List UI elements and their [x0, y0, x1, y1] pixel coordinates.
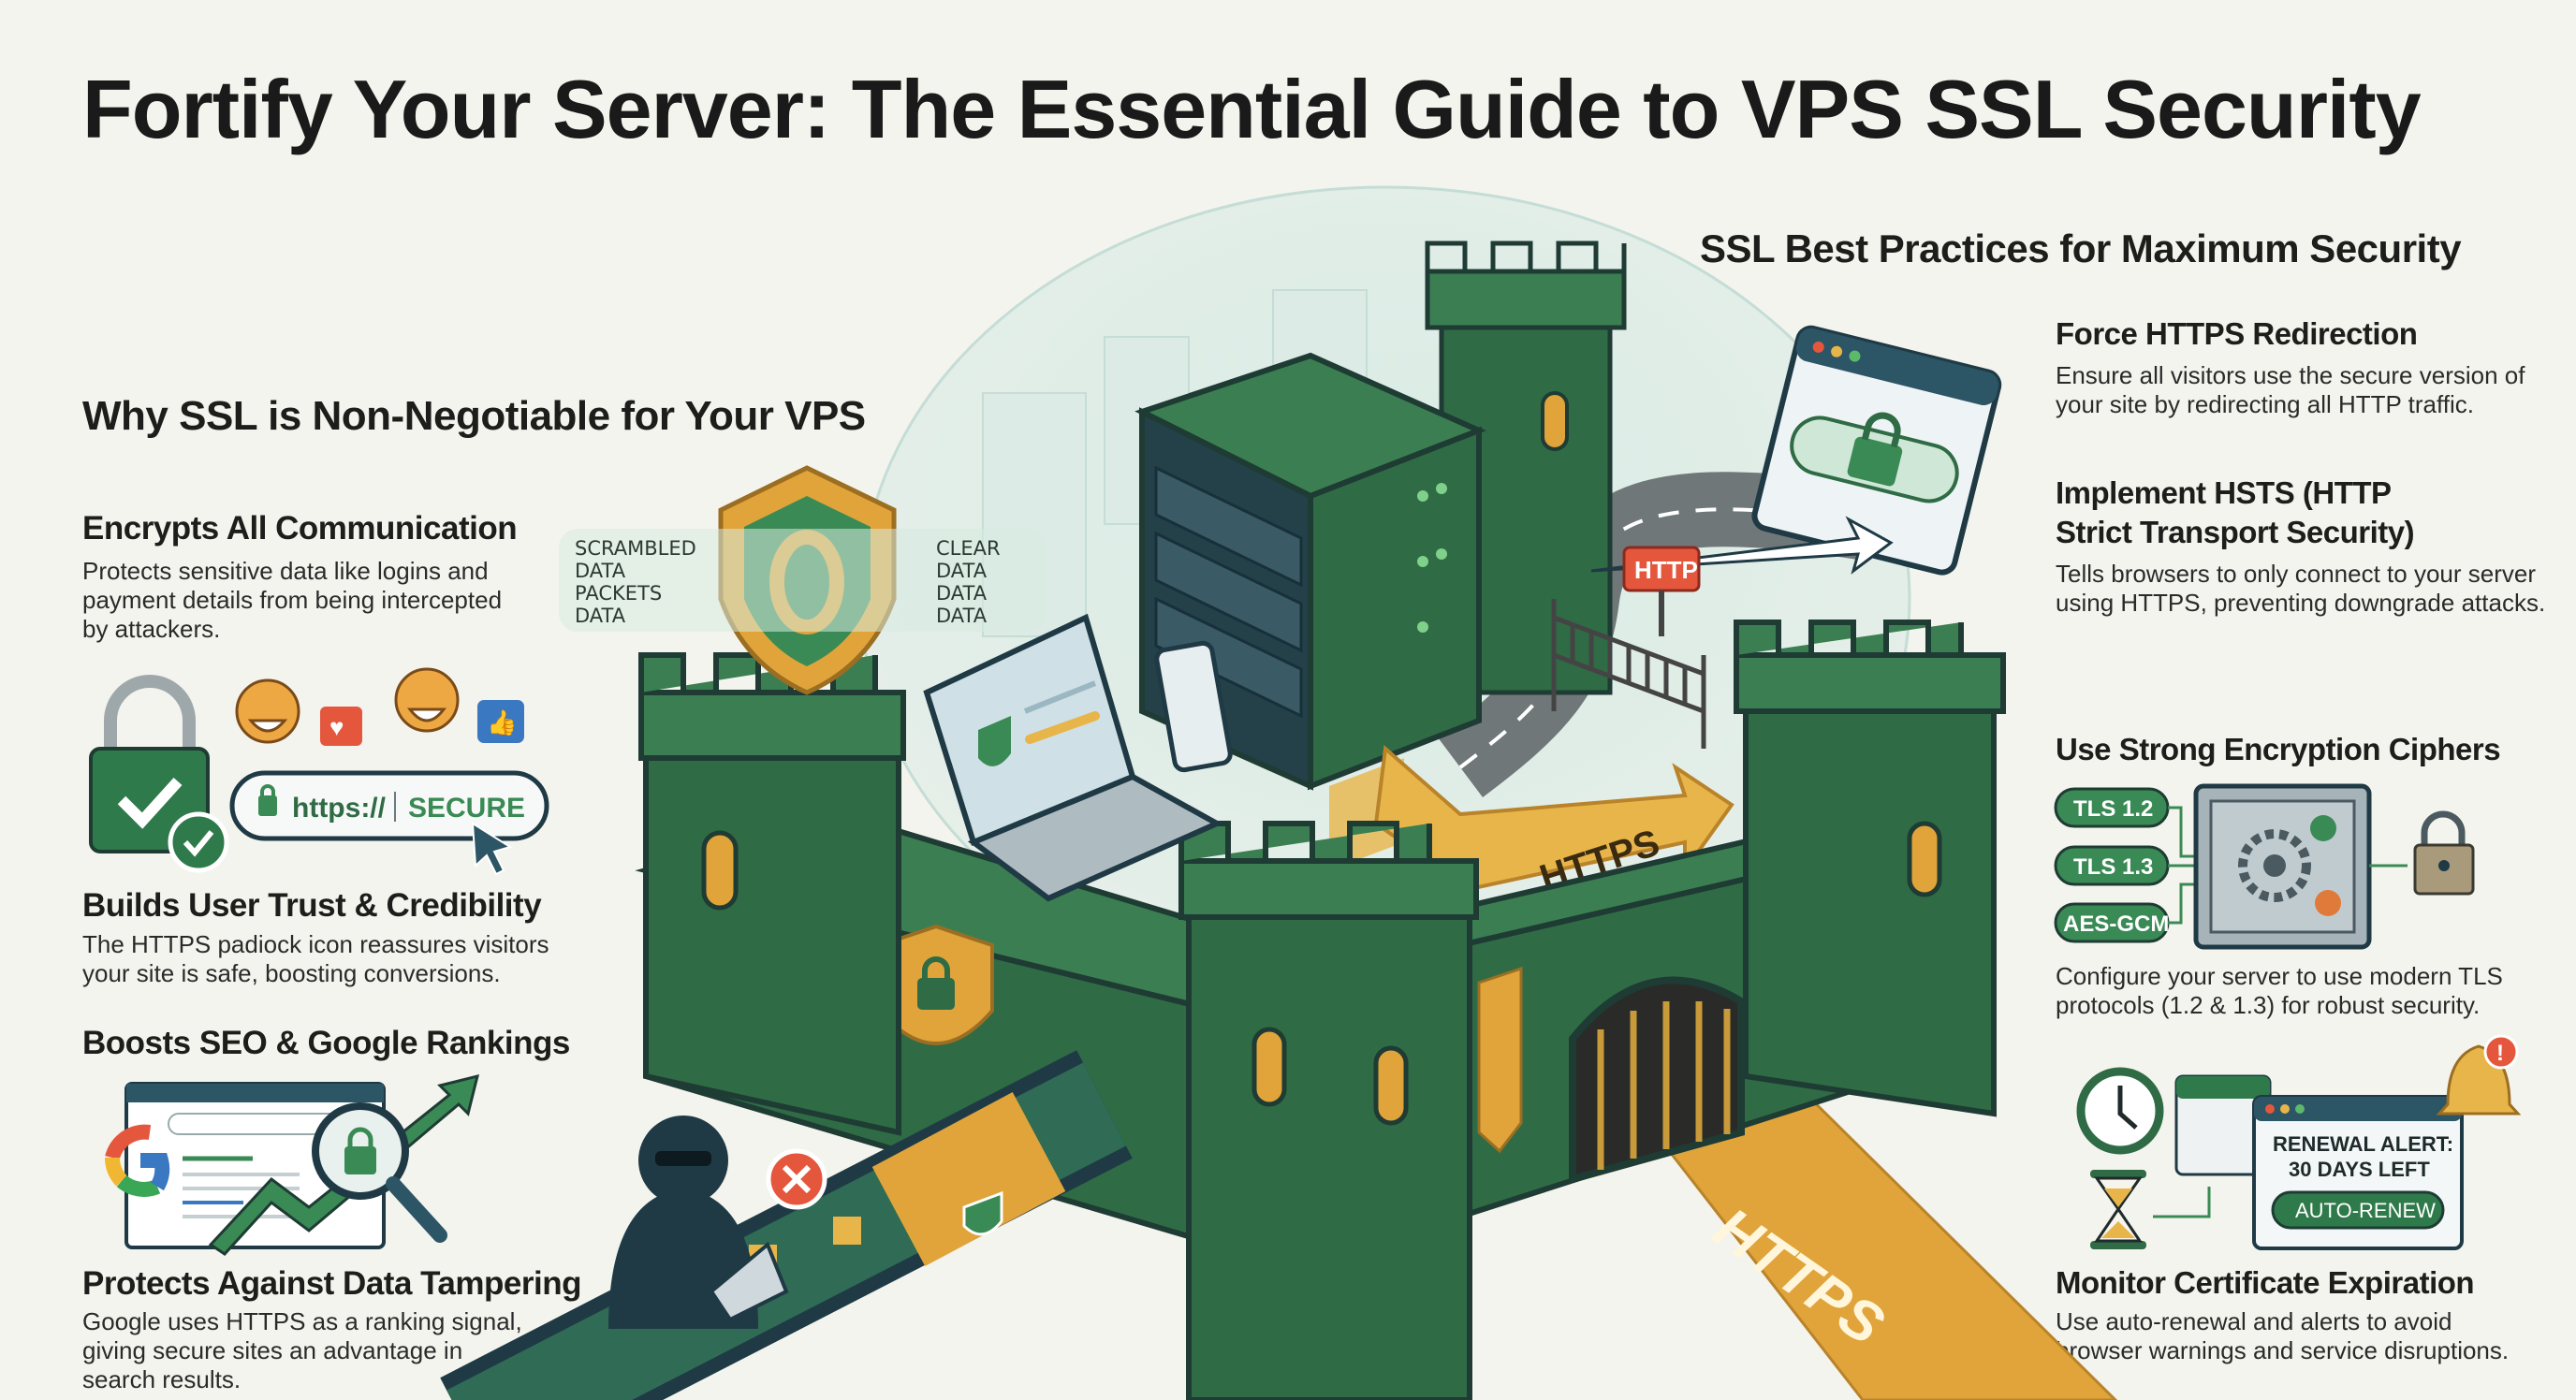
barrier-gate: [1551, 599, 1706, 749]
blocked-x-icon: [766, 1148, 827, 1210]
item-title-seo: Boosts SEO & Google Rankings: [82, 1025, 570, 1061]
google-g-icon: [104, 1124, 170, 1197]
svg-text:TLS 1.2: TLS 1.2: [2073, 796, 2153, 822]
calendar-icon: [2174, 1074, 2272, 1176]
item-title-encrypts: Encrypts All Communication: [82, 510, 518, 547]
laptop: [923, 613, 1223, 902]
front-tower: [1178, 821, 1479, 1400]
svg-text:PACKETS: PACKETS: [575, 582, 662, 605]
padlock-icon: [2413, 810, 2475, 896]
data-band: [559, 529, 1046, 632]
item-body-trust: The HTTPS padiock icon reassures visitor…: [82, 930, 549, 987]
item-title-tampering: Protects Against Data Tampering: [82, 1265, 581, 1302]
svg-text:!: !: [2496, 1041, 2504, 1066]
item-title-hsts-line2: Strict Transport Security): [2056, 515, 2415, 549]
svg-text:TLS 1.3: TLS 1.3: [2073, 854, 2153, 880]
svg-text:SECURE: SECURE: [408, 793, 525, 824]
portcullis-gate: [1569, 976, 1745, 1185]
encrypted-pipe: [440, 1050, 1133, 1400]
item-body-monitor: Use auto-renewal and alerts to avoid bro…: [2056, 1307, 2510, 1364]
clock-icon: [2076, 1067, 2164, 1155]
item-body-hsts: Tells browsers to only connect to your s…: [2056, 560, 2546, 617]
page-title: Fortify Your Server: The Essential Guide…: [82, 63, 2422, 155]
item-body-ciphers: Configure your server to use modern TLS …: [2056, 962, 2503, 1019]
safe-vault-icon: [2193, 783, 2372, 950]
clear-data-label: CLEAR DATA DATA DATA: [936, 537, 1001, 627]
alert-bell-icon: !: [2436, 1034, 2522, 1116]
svg-text:AES-GCM: AES-GCM: [2063, 911, 2169, 937]
phone: [1154, 640, 1233, 773]
left-section-heading: Why SSL is Non-Negotiable for Your VPS: [82, 393, 866, 439]
growth-arrow: [208, 1073, 480, 1256]
right-section-heading: SSL Best Practices for Maximum Security: [1700, 226, 2462, 270]
svg-text:HTTP: HTTP: [1634, 556, 1698, 584]
svg-text:DATA: DATA: [936, 560, 988, 582]
item-body-force-https: Ensure all visitors use the secure versi…: [2056, 361, 2525, 418]
svg-text:30 DAYS LEFT: 30 DAYS LEFT: [2289, 1158, 2430, 1181]
svg-text:RENEWAL ALERT:: RENEWAL ALERT:: [2273, 1132, 2453, 1156]
seo-illustration: [104, 1073, 480, 1256]
svg-text:DATA: DATA: [936, 582, 988, 605]
http-sign: HTTP: [1622, 546, 1701, 636]
auto-renew-button[interactable]: AUTO-RENEW: [2271, 1190, 2445, 1230]
secure-url-bar: https:// SECURE: [229, 770, 549, 876]
scrambled-data-label: SCRAMBLED DATA PACKETS DATA: [575, 537, 696, 627]
browser-window-lock: [1751, 325, 2002, 576]
svg-text:👍: 👍: [487, 708, 517, 736]
right-tower: [1734, 620, 2006, 1117]
item-title-hsts-line1: Implement HSTS (HTTP: [2056, 475, 2392, 510]
hacker-figure: [608, 1116, 789, 1329]
svg-text:CLEAR: CLEAR: [936, 537, 1001, 560]
item-title-monitor: Monitor Certificate Expiration: [2056, 1265, 2475, 1300]
left-tower: [638, 652, 906, 1136]
svg-text:DATA: DATA: [936, 605, 988, 627]
padlock-check-icon: [89, 675, 229, 873]
item-body-encrypts: Protects sensitive data like logins and …: [82, 557, 503, 643]
cipher-pills: TLS 1.2 TLS 1.3 AES-GCM: [2054, 787, 2196, 943]
cursor-icon: [471, 822, 513, 876]
svg-text:DATA: DATA: [575, 605, 626, 627]
item-title-force-https: Force HTTPS Redirection: [2056, 316, 2418, 351]
item-body-tampering: Google uses HTTPS as a ranking signal, g…: [82, 1307, 522, 1393]
item-title-ciphers: Use Strong Encryption Ciphers: [2056, 732, 2501, 766]
svg-text:DATA: DATA: [575, 560, 626, 582]
hourglass-icon: [2090, 1170, 2146, 1249]
redirect-arrow: [1590, 516, 1894, 575]
item-title-trust: Builds User Trust & Credibility: [82, 887, 542, 924]
reaction-emojis: ♥ 👍: [235, 667, 524, 746]
svg-text:SCRAMBLED: SCRAMBLED: [575, 537, 696, 560]
svg-text:https://: https://: [292, 793, 387, 824]
svg-text:♥: ♥: [329, 713, 344, 741]
svg-text:AUTO-RENEW: AUTO-RENEW: [2295, 1199, 2436, 1222]
